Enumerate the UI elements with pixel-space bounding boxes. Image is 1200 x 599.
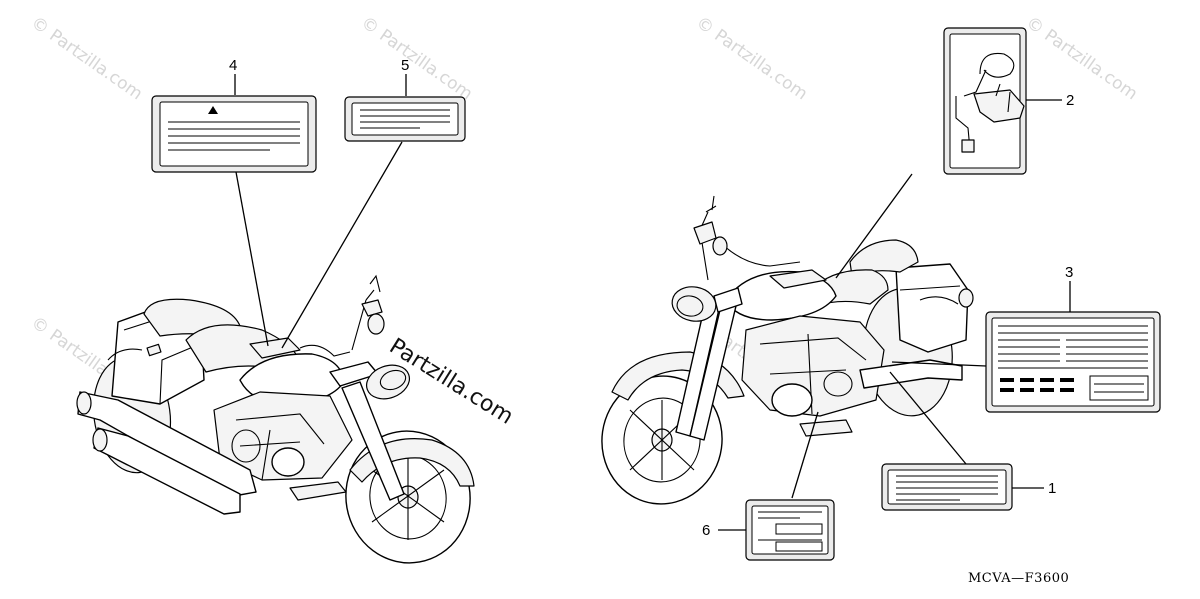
callout-numbers: 4 5 2 3 1 6: [229, 57, 1074, 539]
warning-triangle-icon: [208, 106, 218, 114]
callout-5: 5: [401, 57, 409, 74]
motorcycle-left: [76, 274, 475, 564]
callout-1: 1: [1048, 480, 1056, 497]
diagram-code: MCVA—F3600: [968, 571, 1069, 586]
callout-3: 3: [1065, 264, 1073, 281]
watermark-tile: © Partzilla.com: [1022, 13, 1141, 105]
label-decal-3: [985, 311, 1161, 413]
callout-6: 6: [702, 522, 710, 539]
label-decal-6: [745, 499, 835, 561]
label-decal-2: [943, 27, 1027, 175]
watermark-tile: © Partzilla.com: [27, 13, 146, 105]
callout-2: 2: [1066, 92, 1074, 109]
label-decal-5: [344, 96, 466, 142]
label-decal-4: [151, 95, 317, 173]
label-decal-1: [881, 463, 1013, 511]
watermark-tile: © Partzilla.com: [692, 13, 811, 105]
callout-4: 4: [229, 57, 237, 74]
motorcycle-right: [601, 195, 974, 505]
leader-lines: [234, 74, 1071, 531]
watermark-tile: © Partzilla.com: [357, 13, 476, 105]
